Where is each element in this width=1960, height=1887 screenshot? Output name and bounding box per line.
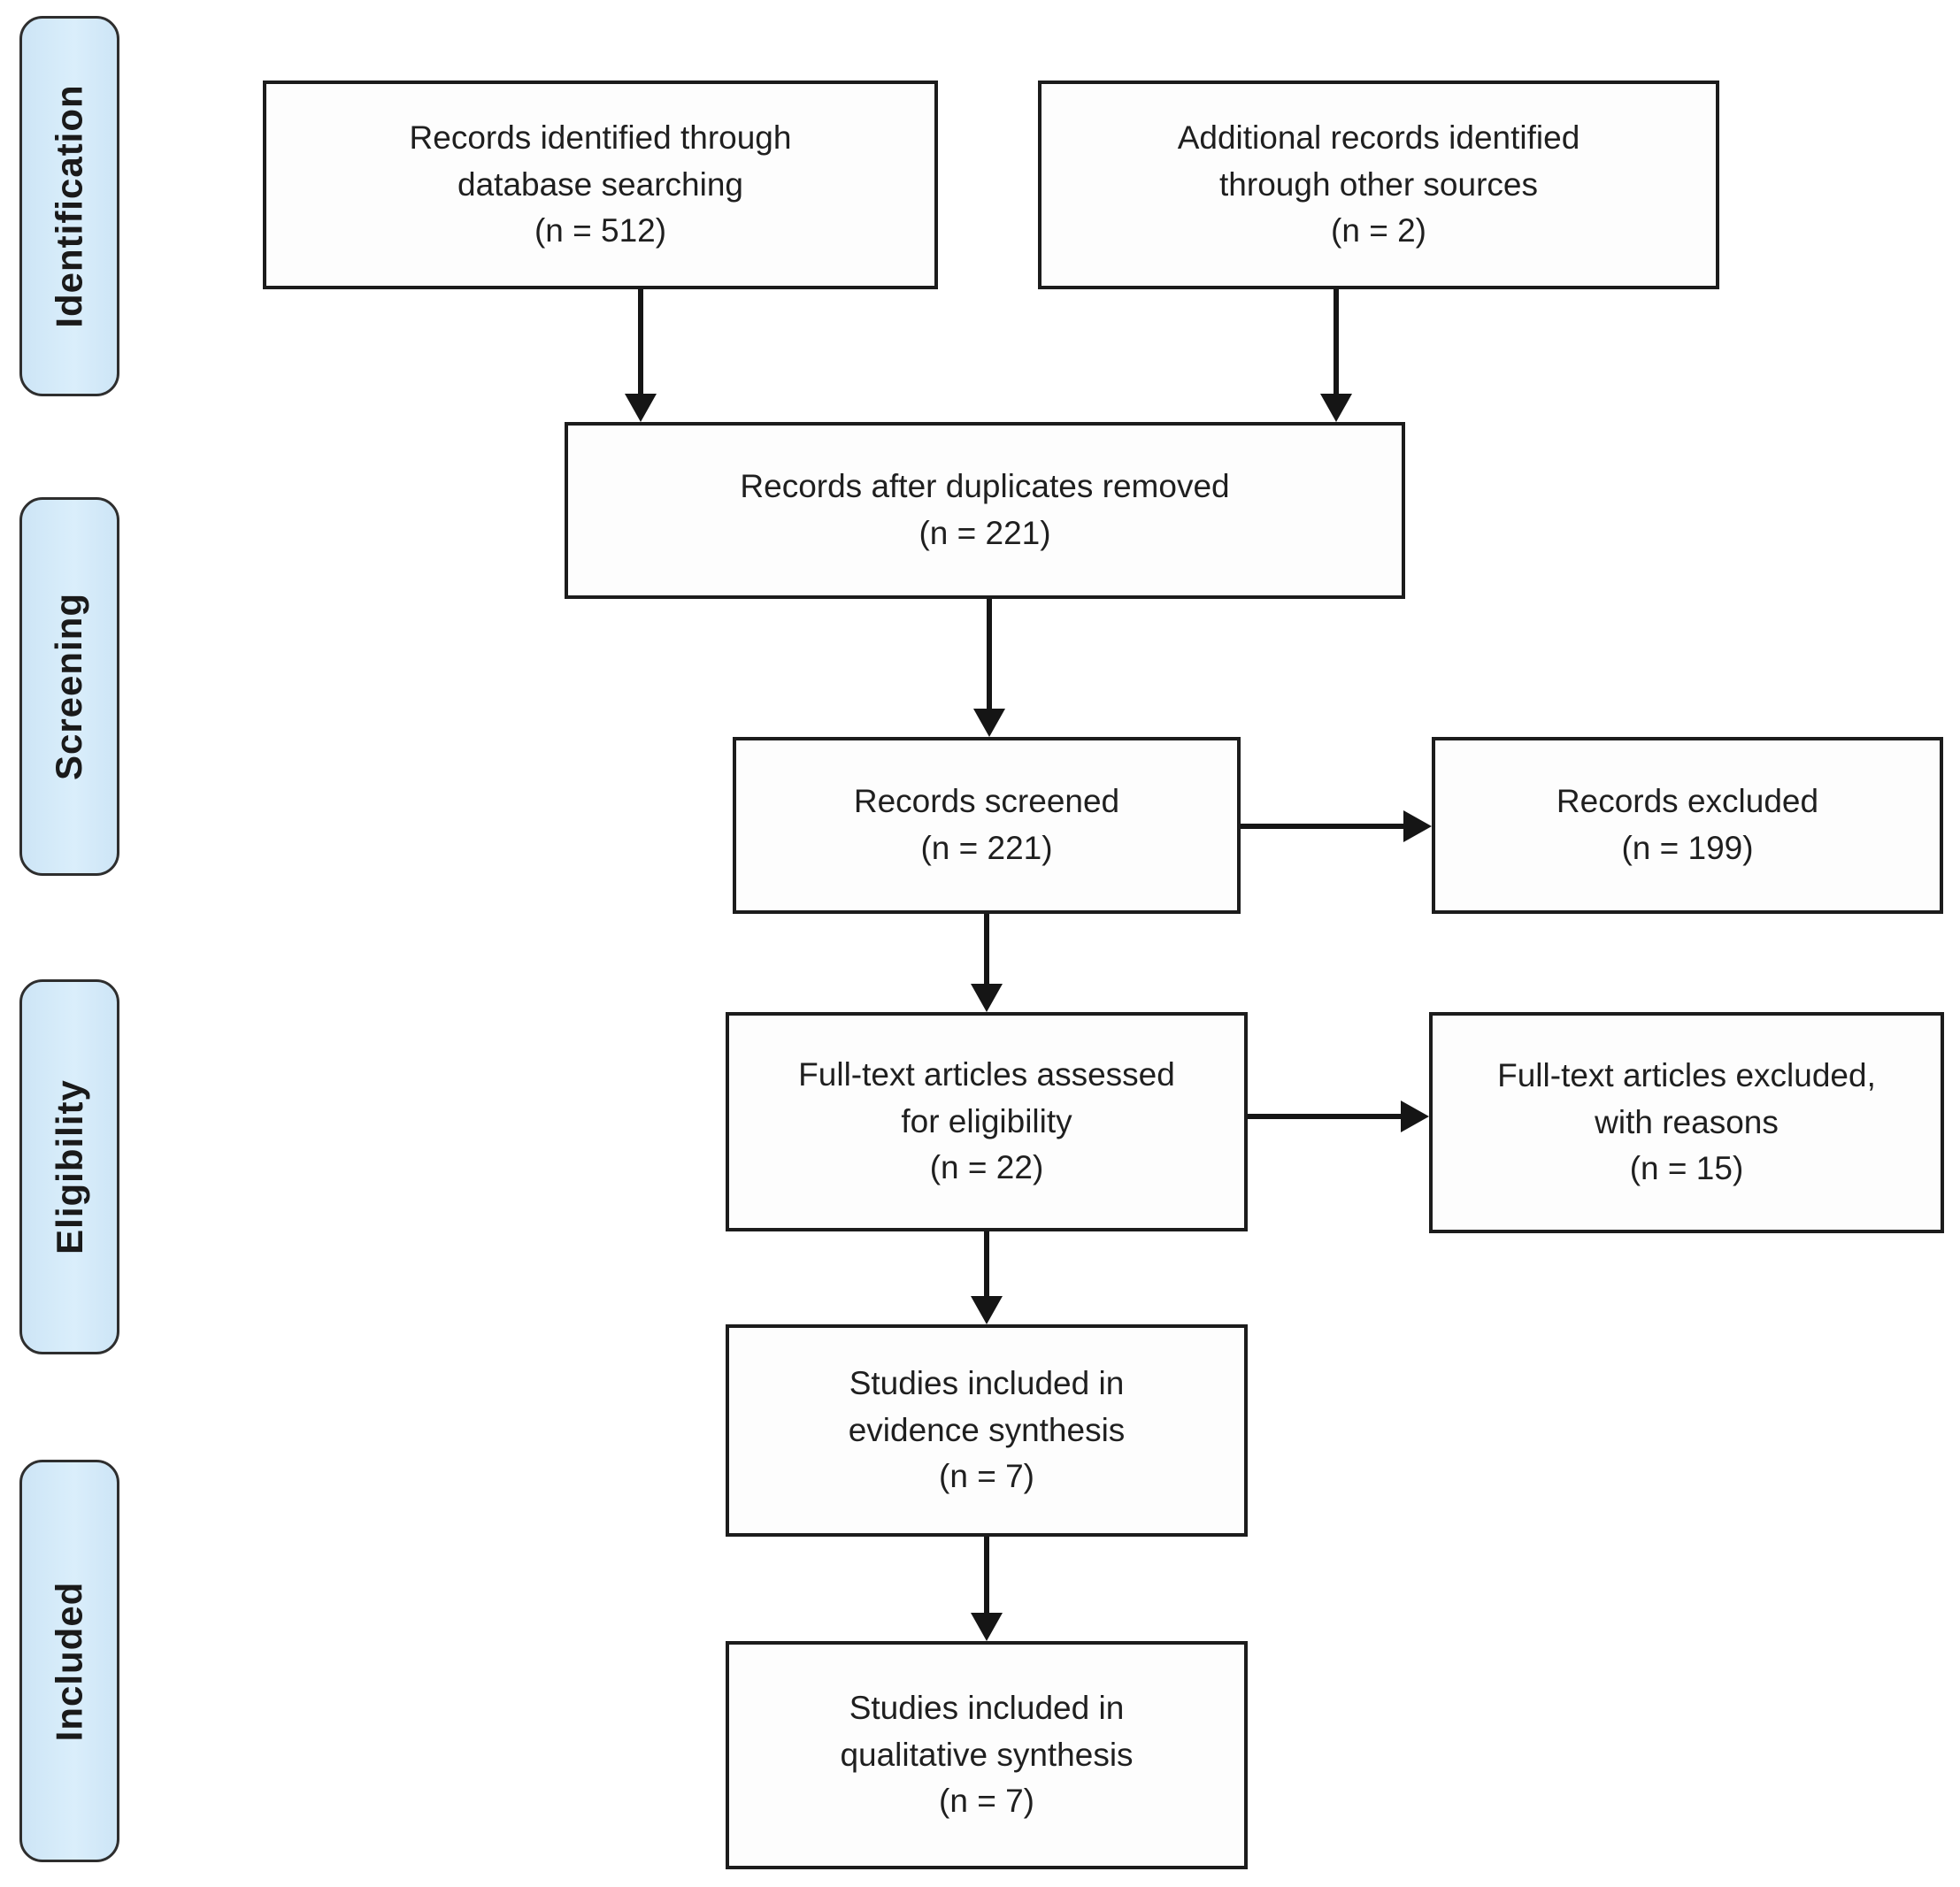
box-additional-records-other-sources: Additional records identified through ot… <box>1038 81 1719 289</box>
box-evidence-synthesis: Studies included in evidence synthesis (… <box>726 1324 1248 1537</box>
box-fulltext-excluded-line1: Full-text articles excluded, <box>1497 1057 1876 1094</box>
box-evidence-synthesis-line2: evidence synthesis <box>848 1411 1126 1448</box>
arrow-evidence-to-qualitative-head <box>971 1613 1003 1641</box>
stage-eligibility-label: Eligibility <box>48 1079 90 1254</box>
box-records-after-duplicates-removed-line1: Records after duplicates removed <box>740 468 1230 505</box>
box-fulltext-excluded-count: (n = 15) <box>1629 1150 1744 1187</box>
box-records-excluded-line1: Records excluded <box>1556 783 1819 820</box>
box-records-after-duplicates-removed-count: (n = 221) <box>919 515 1051 551</box>
arrow-screened-to-assessed-line <box>984 914 989 986</box>
arrow-screened-to-assessed-head <box>971 984 1003 1012</box>
box-fulltext-assessed-line1: Full-text articles assessed <box>798 1056 1175 1093</box>
box-records-excluded-count: (n = 199) <box>1621 830 1754 866</box>
box-additional-records-other-sources-line1: Additional records identified <box>1177 119 1580 157</box>
box-records-identified-database: Records identified through database sear… <box>263 81 938 289</box>
box-records-screened-count: (n = 221) <box>920 830 1053 866</box>
box-qualitative-synthesis-count: (n = 7) <box>939 1783 1034 1820</box>
box-qualitative-synthesis-line2: qualitative synthesis <box>840 1736 1134 1773</box>
stage-eligibility: Eligibility <box>19 979 119 1354</box>
stage-identification-label: Identification <box>48 84 90 328</box>
box-additional-records-other-sources-count: (n = 2) <box>1331 212 1426 249</box>
arrow-duplicates-to-screened-line <box>987 599 992 710</box>
box-fulltext-excluded: Full-text articles excluded, with reason… <box>1429 1012 1944 1233</box>
box-fulltext-assessed: Full-text articles assessed for eligibil… <box>726 1012 1248 1231</box>
box-records-identified-database-line1: Records identified through <box>409 119 792 157</box>
arrow-assessed-to-ftexcluded-head <box>1401 1101 1429 1132</box>
stage-included: Included <box>19 1460 119 1862</box>
arrow-assessed-to-evidence-line <box>984 1231 989 1298</box>
box-additional-records-other-sources-line2: through other sources <box>1219 165 1538 203</box>
stage-included-label: Included <box>48 1581 90 1741</box>
box-fulltext-assessed-count: (n = 22) <box>929 1149 1044 1186</box>
box-records-after-duplicates-removed: Records after duplicates removed (n = 22… <box>565 422 1405 599</box>
box-evidence-synthesis-line1: Studies included in <box>849 1365 1125 1402</box>
box-fulltext-assessed-line2: for eligibility <box>901 1102 1072 1139</box>
box-records-identified-database-count: (n = 512) <box>534 212 667 249</box>
stage-identification: Identification <box>19 16 119 396</box>
box-fulltext-excluded-line2: with reasons <box>1595 1103 1779 1140</box>
arrow-screened-to-excluded-head <box>1403 810 1432 842</box>
arrow-screened-to-excluded-line <box>1241 824 1407 829</box>
box-qualitative-synthesis-line1: Studies included in <box>849 1690 1125 1727</box>
box-qualitative-synthesis: Studies included in qualitative synthesi… <box>726 1641 1248 1869</box>
box-records-excluded: Records excluded (n = 199) <box>1432 737 1943 914</box>
stage-screening-label: Screening <box>48 592 90 781</box>
arrow-db-to-duplicates-line <box>638 289 643 395</box>
box-records-screened: Records screened (n = 221) <box>733 737 1241 914</box>
arrow-assessed-to-ftexcluded-line <box>1248 1114 1403 1119</box>
arrow-other-to-duplicates-line <box>1334 289 1339 395</box>
arrow-duplicates-to-screened-head <box>973 709 1005 737</box>
arrow-assessed-to-evidence-head <box>971 1296 1003 1324</box>
stage-screening: Screening <box>19 497 119 876</box>
box-records-screened-line1: Records screened <box>853 783 1120 820</box>
box-evidence-synthesis-count: (n = 7) <box>939 1458 1034 1495</box>
box-records-identified-database-line2: database searching <box>457 165 743 203</box>
arrow-evidence-to-qualitative-line <box>984 1537 989 1615</box>
arrow-db-to-duplicates-head <box>625 394 657 422</box>
arrow-other-to-duplicates-head <box>1320 394 1352 422</box>
